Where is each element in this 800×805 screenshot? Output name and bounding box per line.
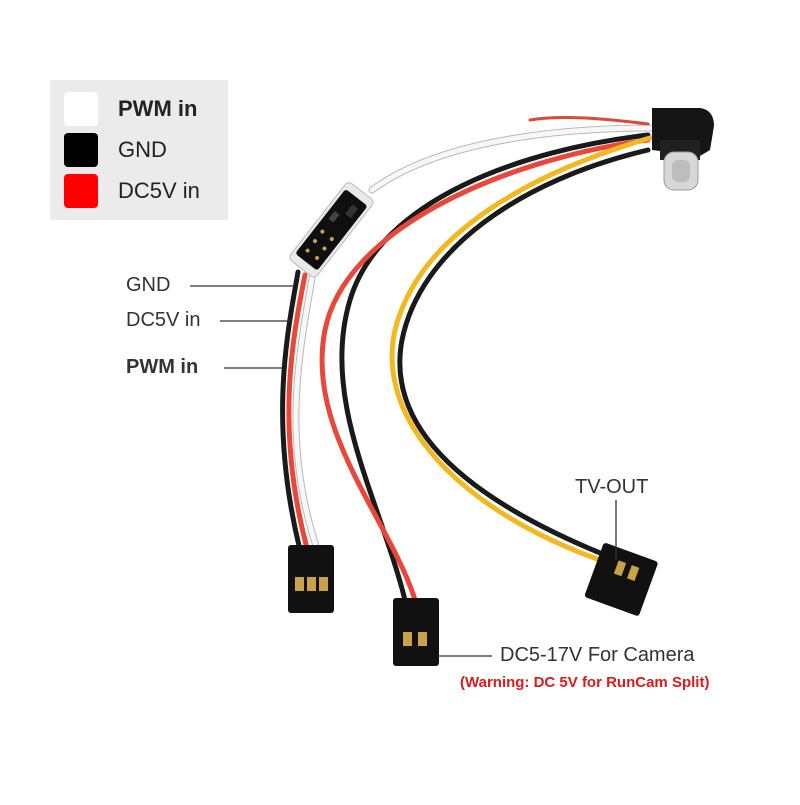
legend-item-dc5v: DC5V in (64, 174, 200, 208)
red-wire-long (319, 137, 651, 603)
label-dc5v: DC5V in (126, 309, 201, 331)
white-wire-left (293, 275, 321, 555)
pwm-board-icon (289, 182, 374, 278)
legend-item-pwm: PWM in (64, 92, 197, 126)
thin-lead-top (528, 115, 650, 126)
servo-connector-left (288, 545, 334, 613)
legend-label-pwm: PWM in (118, 96, 198, 121)
black-wire-long (339, 132, 651, 603)
servo-connector-middle (393, 598, 439, 666)
legend-label-gnd: GND (118, 137, 167, 162)
white-swatch (64, 92, 98, 126)
warning-text: (Warning: DC 5V for RunCam Split) (460, 674, 710, 691)
yellow-wire (389, 135, 653, 563)
leader-lines (190, 285, 617, 657)
servo-connector-tv (584, 543, 658, 616)
red-swatch (64, 174, 98, 208)
black-swatch (64, 133, 98, 167)
label-gnd: GND (126, 274, 171, 296)
wires (280, 115, 656, 603)
usb-c-plug-icon (652, 108, 714, 191)
legend-item-gnd: GND (64, 133, 167, 167)
wire-color-legend: PWM in GND DC5V in (50, 80, 228, 220)
black-wire-left (280, 269, 303, 553)
label-camera-power: DC5-17V For Camera (500, 644, 695, 666)
black-wire-tv (397, 147, 651, 558)
red-wire-left (286, 272, 311, 555)
label-pwm: PWM in (126, 356, 199, 378)
white-wire-top-core (369, 125, 655, 193)
legend-label-dc5v: DC5V in (118, 178, 200, 203)
label-tv-out: TV-OUT (575, 476, 649, 498)
